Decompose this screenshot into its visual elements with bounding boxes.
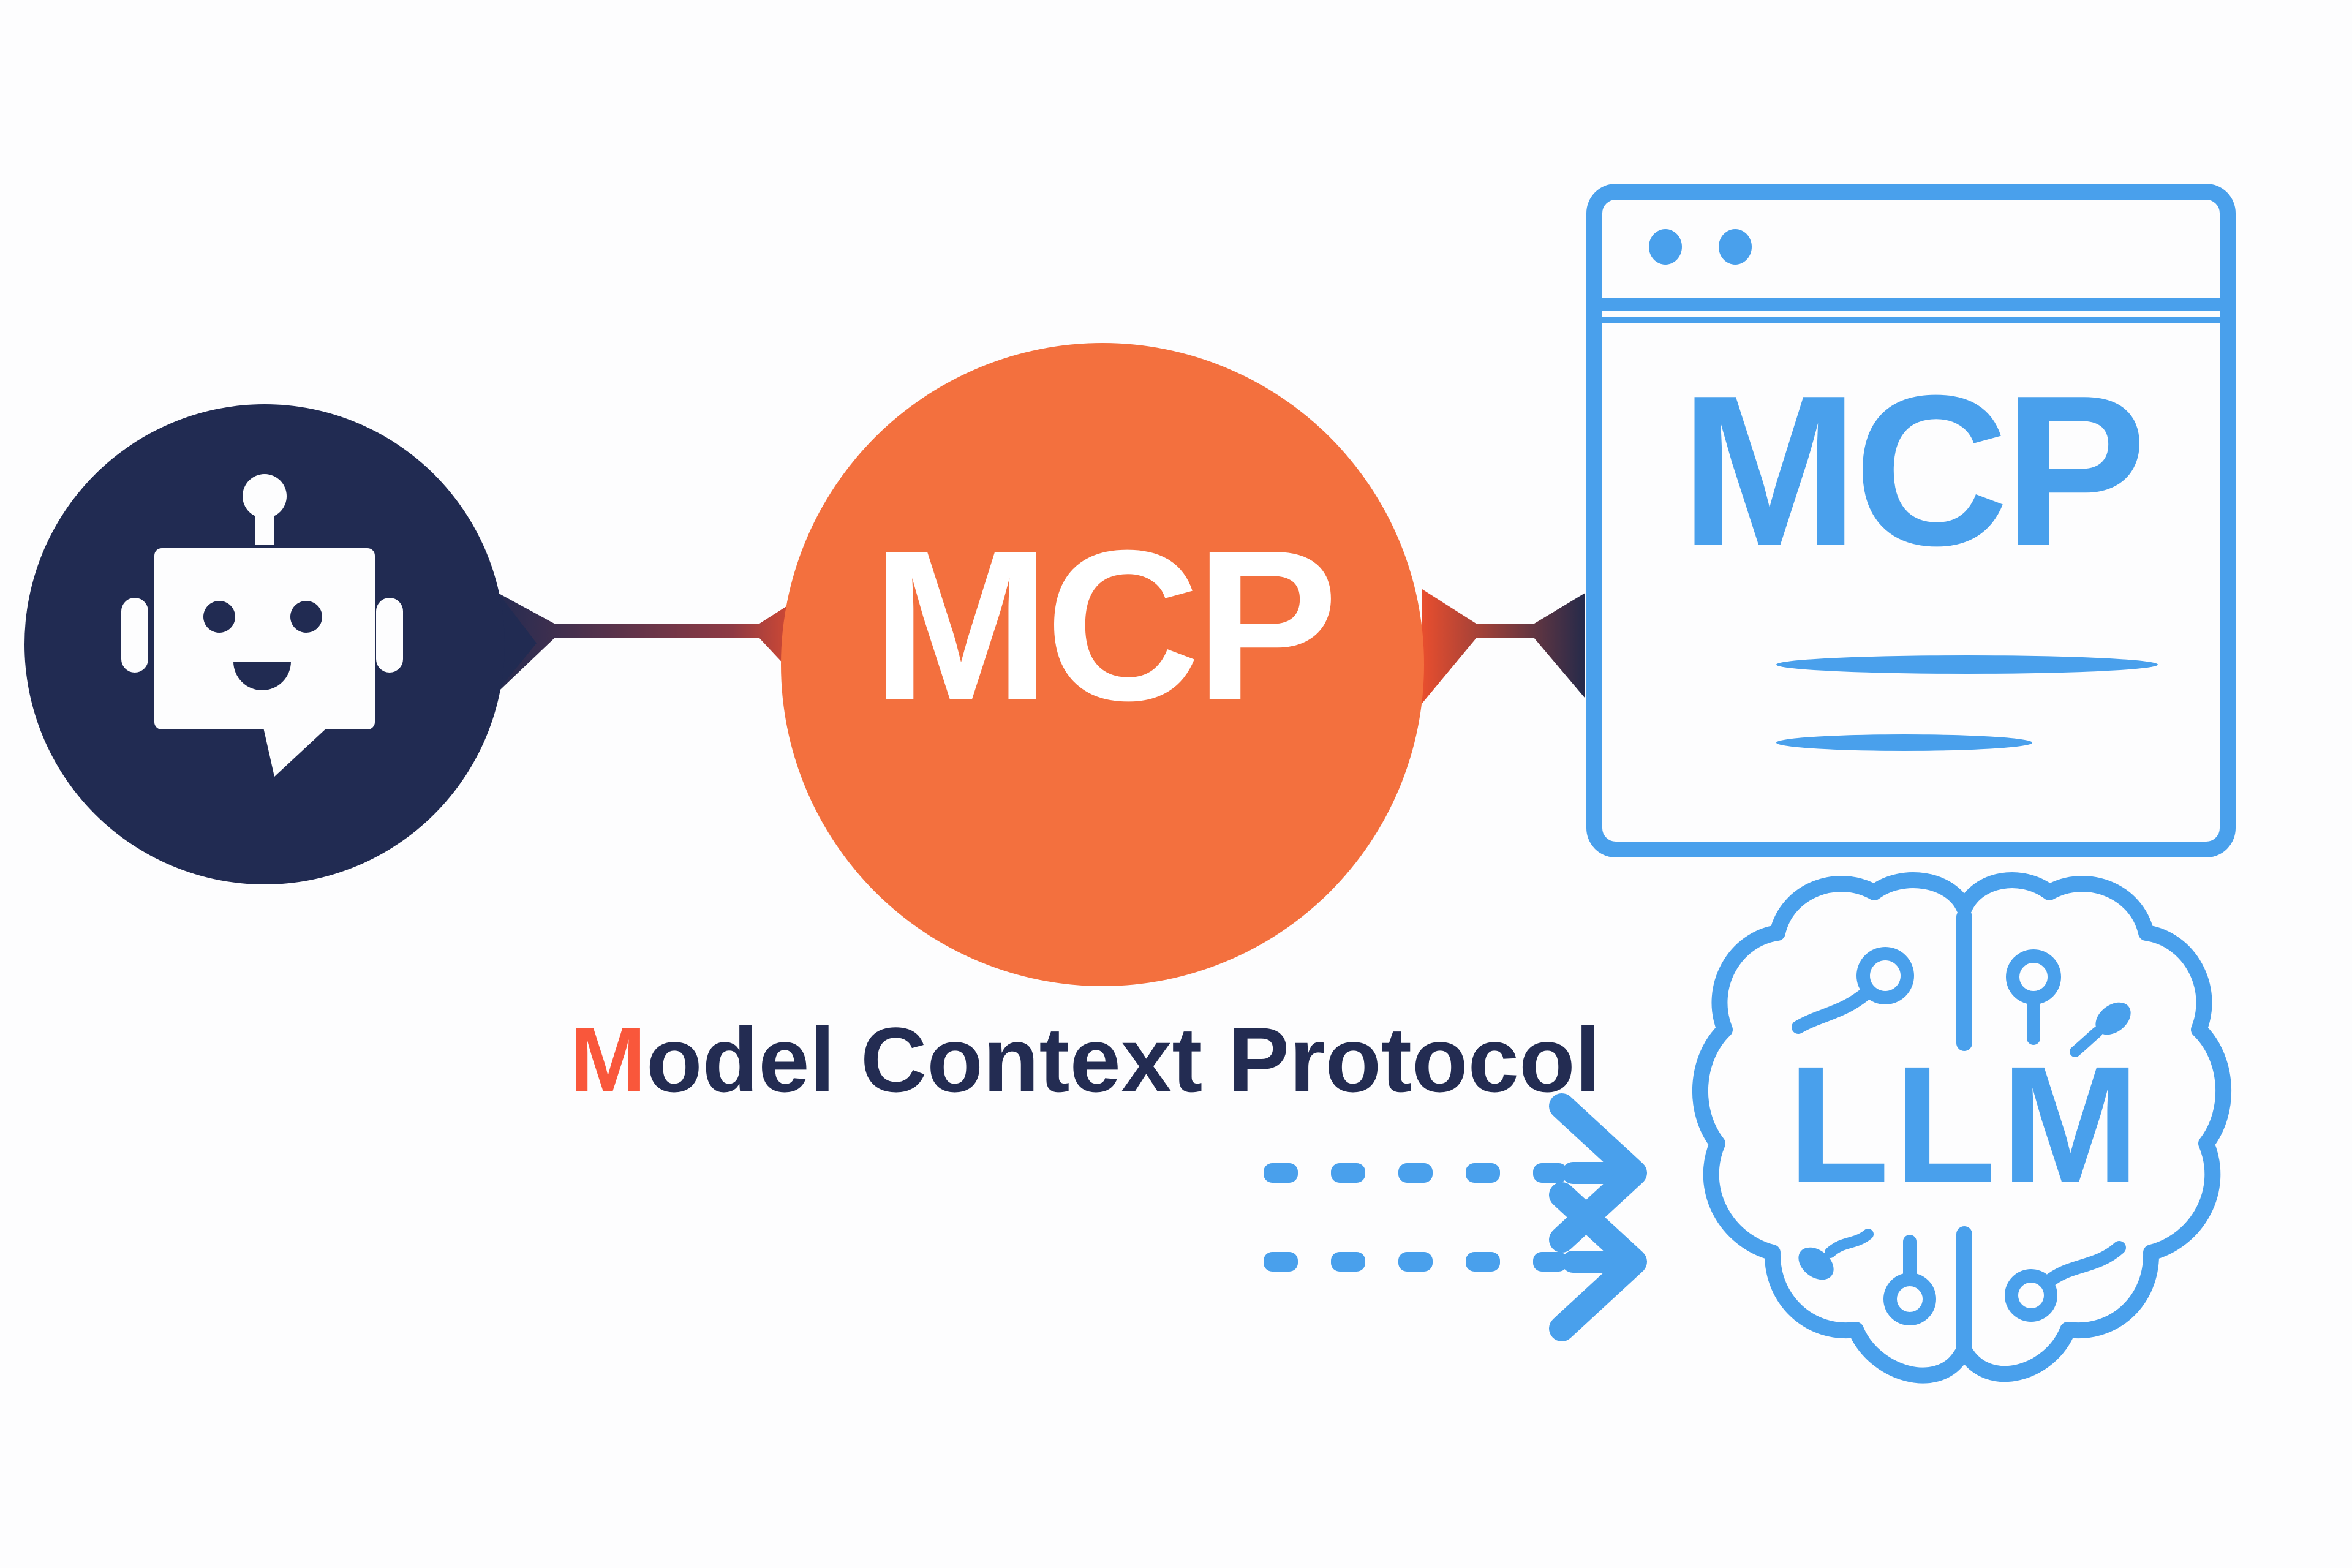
window-dot [1649,229,1682,265]
window-dot [1719,229,1752,265]
robot-ear-left [121,598,148,673]
mcp-server-window: MCP [1586,184,2236,858]
caption-first-letter: M [570,1008,646,1111]
robot-head [154,548,375,729]
connector-chatbot-to-hub [489,588,813,701]
circuit-trace [1825,1229,1874,1258]
caption-model-context-protocol: Model Context Protocol [570,1014,1642,1106]
circuit-trace [2070,1027,2103,1057]
mcp-hub-badge: MCP [781,343,1424,986]
window-content-line [1776,734,2032,751]
robot-ear-right [376,598,403,673]
dashed-arrow-bottom [1264,1182,1647,1341]
window-content-line [1776,655,2158,674]
circuit-trace [1792,985,1875,1034]
robot-speech-tail [263,728,327,777]
window-header-divider [1602,298,2220,311]
circuit-node [1856,947,1914,1005]
circuit-trace [2041,1241,2126,1289]
llm-brain-icon [1692,872,2232,1384]
mcp-window-label: MCP [1680,351,2147,590]
circuit-node [2005,1269,2057,1322]
mcp-hub-label: MCP [872,506,1338,745]
circuit-node [2006,949,2061,1005]
robot-face [121,474,403,777]
robot-antenna-stem [255,513,274,545]
chatbot-robot-icon [24,404,537,884]
caption-rest: odel Context Protocol [646,1008,1601,1111]
circuit-node [1883,1273,1936,1325]
robot-eye-right [290,601,322,633]
window-header-divider-thin [1602,317,2220,323]
llm-label: LLM [1787,1031,2145,1218]
robot-eye-left [203,601,235,633]
arrowhead-chevron [1549,1182,1647,1341]
robot-mouth [233,662,291,690]
connector-hub-to-window [1422,589,1585,703]
circuit-blob [1798,1247,1834,1280]
circuit-blob [2095,1002,2131,1035]
robot-antenna-bulb [243,474,287,518]
